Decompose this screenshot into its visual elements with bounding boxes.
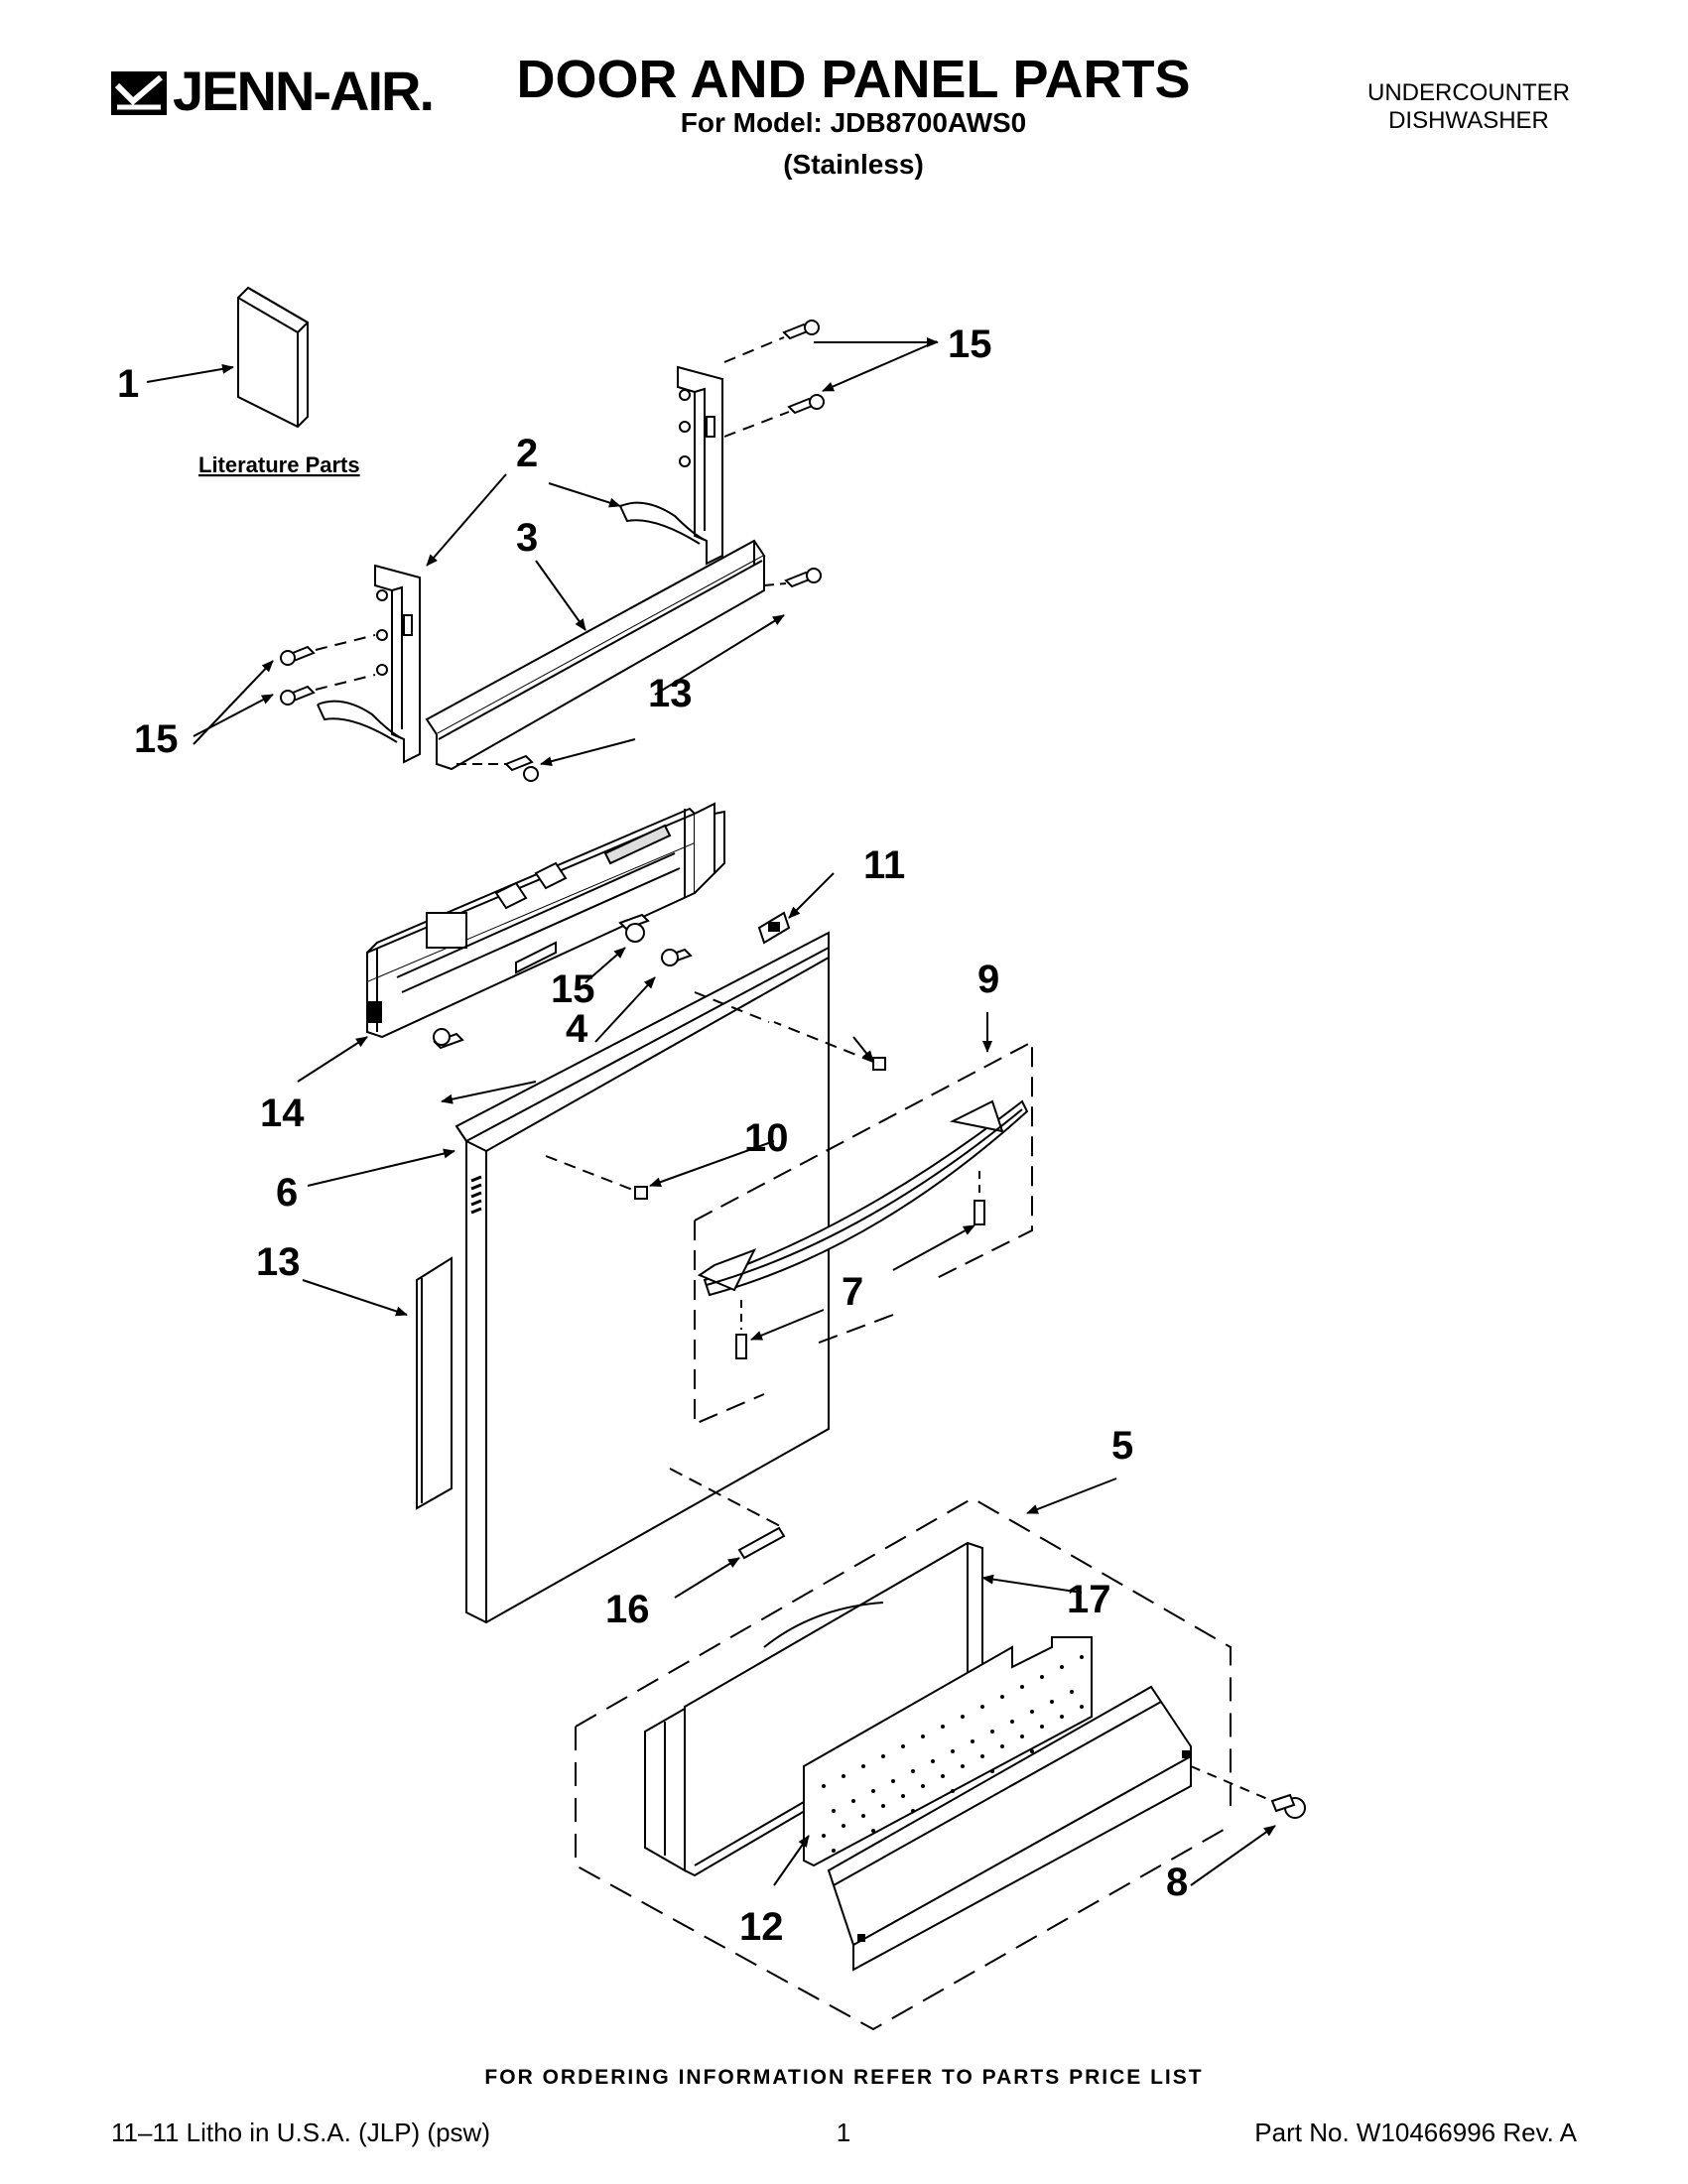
bottom-clip [669,1468,786,1560]
door-handle [697,1099,1029,1297]
category-line-2: DISHWASHER [1388,107,1549,134]
page-title: DOOR AND PANEL PARTS [516,50,1191,109]
callout-5: 5 [1111,1424,1133,1468]
callout-leaders [146,337,1276,1886]
model-number: For Model: JDB8700AWS0 [680,107,1027,138]
literature-parts-label: Literature Parts [198,452,360,477]
brand-name: JENN-AIR. [173,60,435,122]
door-vent-slots [470,1175,482,1215]
callout-13-top: 13 [648,672,693,715]
door-clip [757,911,791,945]
toe-kick-screw [1190,1765,1306,1819]
control-console-assembly [366,802,725,1039]
callout-15-left: 15 [134,717,179,761]
hinge-screws-top [723,320,825,438]
console-screws [433,913,693,1050]
callout-4: 4 [566,1007,588,1051]
product-category: UNDERCOUNTER DISHWASHER [1320,79,1618,135]
callout-numbers: 1 2 3 4 5 6 7 8 9 10 11 12 13 13 14 15 1… [117,322,1188,1949]
category-line-1: UNDERCOUNTER [1367,79,1570,106]
callout-7: 7 [842,1270,863,1314]
right-hinge-bracket [619,365,723,566]
callout-15-console: 15 [551,967,595,1011]
door-support-bar [425,539,766,771]
part-number: Part No. W10466996 Rev. A [1254,2118,1577,2147]
callout-16: 16 [605,1588,650,1631]
callout-2: 2 [516,432,538,475]
callout-11: 11 [863,843,905,887]
handle-kit-boundary [694,1040,1033,1281]
callout-12: 12 [739,1905,784,1949]
support-bar-screws [456,568,822,782]
callout-3: 3 [516,516,538,560]
handle-inserts [545,991,886,1200]
insulation-pad [803,1636,1093,1867]
callout-1: 1 [117,362,139,406]
callout-15-top: 15 [948,322,992,366]
toe-kick-plate [827,1685,1192,1972]
page-number: 1 [836,2118,851,2147]
callout-14: 14 [260,1092,305,1135]
handle-screws [735,1171,985,1359]
callout-9: 9 [977,958,999,1001]
literature-booklet [237,286,309,429]
callout-13-side: 13 [256,1240,301,1284]
hinge-screws-left [280,634,376,706]
toe-panel-kit-boundary [575,1496,1232,1806]
left-hinge-bracket [317,564,421,764]
callout-10: 10 [744,1116,789,1160]
callout-17: 17 [1067,1578,1111,1621]
side-trim-strip [416,1256,453,1510]
outer-door-panel [454,931,830,1624]
callout-6: 6 [276,1171,298,1215]
model-finish: (Stainless) [783,149,924,180]
brand-logo: JENN-AIR. [111,58,458,127]
jenn-air-logo-icon [111,71,167,115]
ordering-note: FOR ORDERING INFORMATION REFER TO PARTS … [484,2066,1204,2089]
callout-8: 8 [1166,1861,1188,1904]
litho-info: 11–11 Litho in U.S.A. (JLP) (psw) [111,2118,490,2147]
